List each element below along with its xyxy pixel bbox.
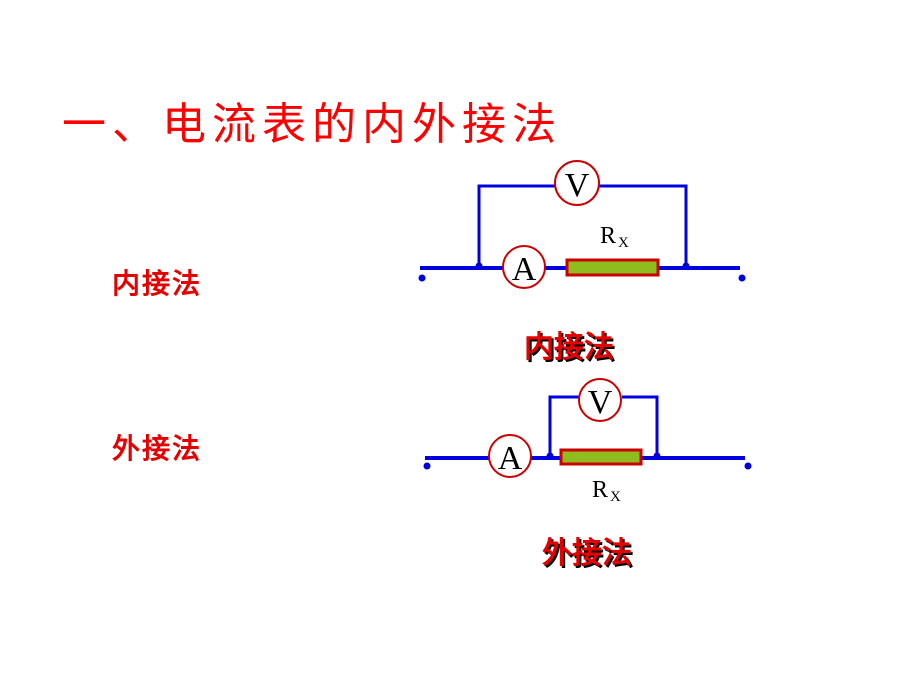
inner-resistor-main: R bbox=[600, 223, 616, 249]
inner-junction-right bbox=[682, 262, 690, 270]
inner-ammeter-label: A bbox=[512, 251, 537, 288]
outer-caption: 外接法 bbox=[542, 536, 632, 571]
outer-terminal-left bbox=[423, 462, 431, 470]
inner-resistor bbox=[565, 258, 660, 277]
inner-caption: 内接法 bbox=[524, 330, 614, 365]
inner-resistor-sub: X bbox=[618, 235, 629, 251]
outer-voltmeter-label: V bbox=[588, 384, 613, 421]
inner-voltmeter-symbol bbox=[554, 160, 600, 206]
outer-ammeter-symbol bbox=[488, 434, 532, 478]
outer-voltmeter-wire-left bbox=[548, 395, 580, 458]
outer-resistor-main: R bbox=[592, 477, 608, 503]
outer-junction-right bbox=[653, 452, 661, 460]
outer-resistor bbox=[559, 448, 643, 466]
inner-ammeter-symbol bbox=[502, 245, 546, 289]
inner-side-label: 内接法 bbox=[112, 267, 203, 300]
outer-junction-left bbox=[546, 452, 554, 460]
inner-terminal-left bbox=[418, 274, 426, 282]
inner-terminal-right bbox=[738, 274, 746, 282]
outer-voltmeter-wire-right bbox=[622, 395, 659, 458]
inner-voltmeter-wire-right bbox=[599, 184, 688, 268]
inner-voltmeter-wire-left bbox=[477, 184, 555, 268]
outer-ammeter-label: A bbox=[498, 440, 523, 477]
inner-junction-left bbox=[475, 262, 483, 270]
inner-voltmeter-label: V bbox=[565, 167, 590, 204]
outer-terminal-right bbox=[744, 462, 752, 470]
outer-voltmeter-symbol bbox=[578, 378, 622, 422]
outer-resistor-sub: X bbox=[610, 489, 621, 505]
outer-side-label: 外接法 bbox=[112, 432, 203, 465]
page-title: 一、电流表的内外接法 bbox=[62, 99, 562, 150]
